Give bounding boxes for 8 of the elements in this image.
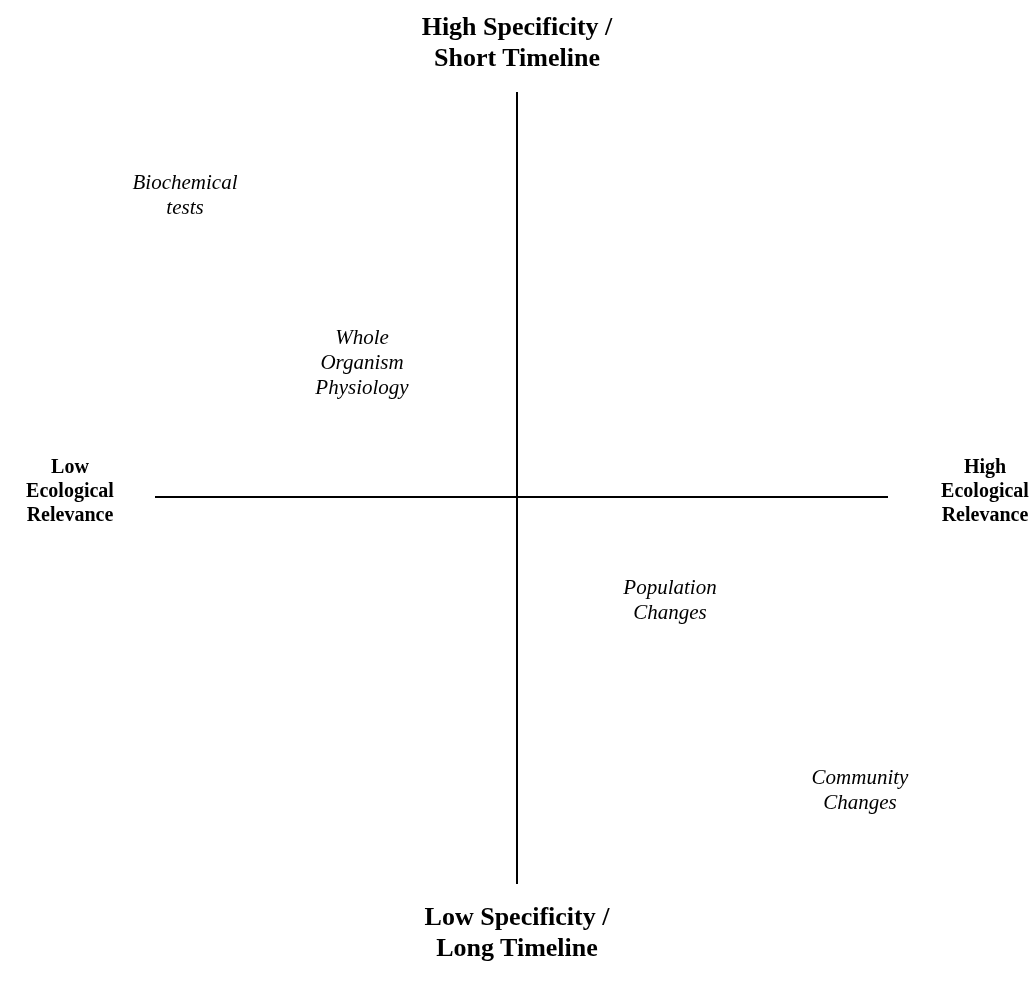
axis-title: Low Ecological Relevance xyxy=(25,454,115,526)
quadrant-label: Population Changes xyxy=(622,574,718,626)
quadrant-label: Community Changes xyxy=(810,764,910,816)
axis-title: High Ecological Relevance xyxy=(940,454,1030,526)
axis-title: Low Specificity / Long Timeline xyxy=(423,900,611,964)
quadrant-label: Biochemical tests xyxy=(131,169,239,221)
quadrant-label: Whole Organism Physiology xyxy=(314,325,410,401)
axis-title: High Specificity / Short Timeline xyxy=(420,10,614,74)
